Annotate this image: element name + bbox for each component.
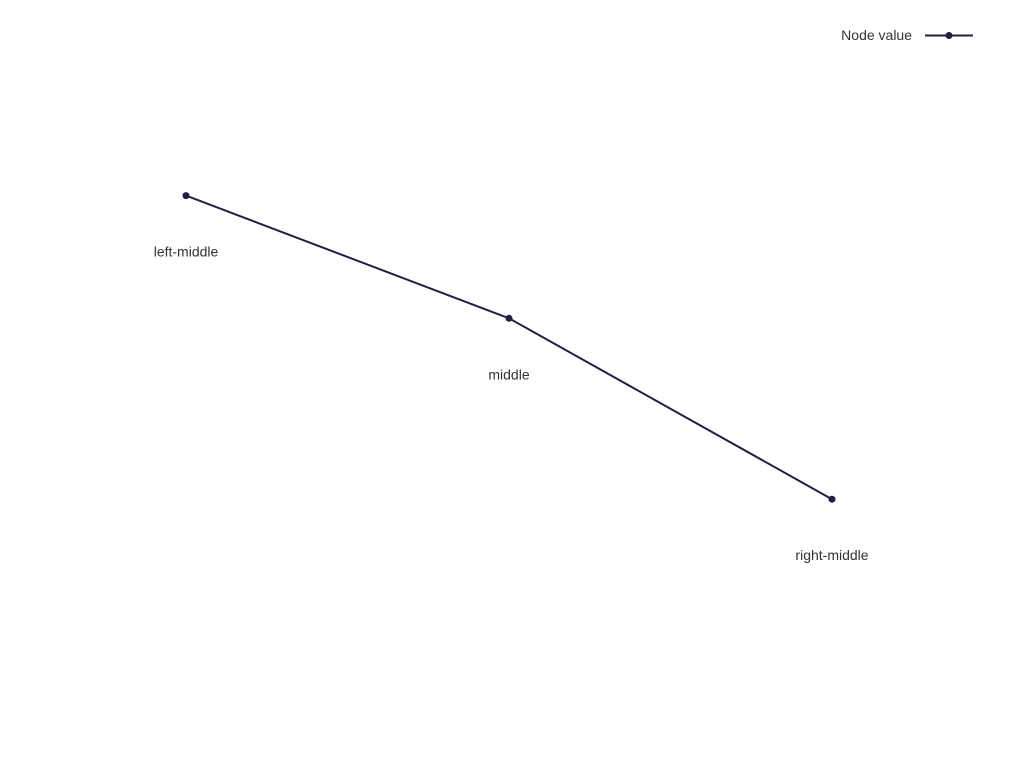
category-label: left-middle: [154, 244, 219, 260]
series-line: [185, 194, 833, 501]
data-point-right-middle[interactable]: [828, 495, 836, 503]
category-label: right-middle: [795, 547, 868, 563]
legend-label: Node value: [841, 27, 912, 43]
legend-swatch-marker: [945, 32, 953, 39]
legend: Node value: [841, 27, 973, 43]
data-point-left-middle[interactable]: [182, 192, 190, 200]
data-point-middle[interactable]: [505, 314, 513, 322]
category-label: middle: [488, 366, 529, 382]
series-layer: [182, 192, 836, 503]
category-labels: left-middle middle right-middle: [154, 244, 869, 564]
